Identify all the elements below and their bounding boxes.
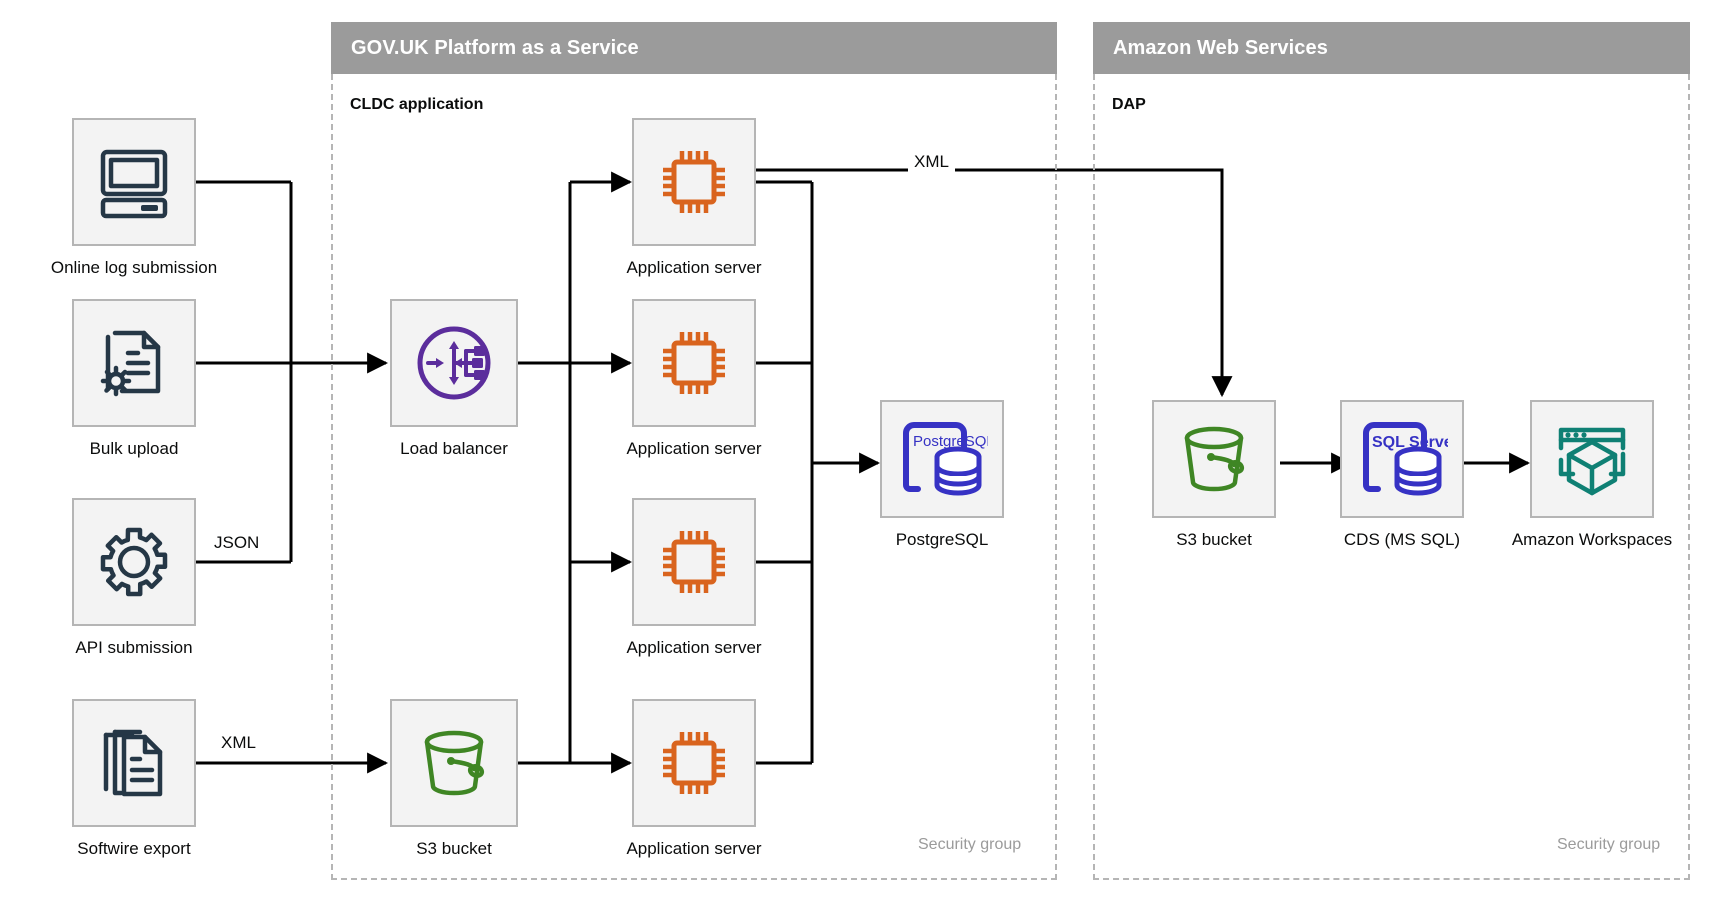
node-label-softwire-export: Softwire export — [77, 839, 191, 858]
node-online-log-submission[interactable]: Online log submission — [51, 118, 217, 288]
bucket-icon — [424, 730, 485, 796]
security-group-label-paas: Security group — [918, 836, 1022, 853]
node-s3-bucket-paas[interactable]: S3 bucket — [390, 699, 518, 869]
sql-server-database-icon: SQL Server — [1363, 422, 1448, 496]
postgresql-icon-text: PostgreSQL — [913, 433, 988, 450]
load-balancer-icon — [417, 326, 491, 400]
bucket-icon — [1184, 426, 1245, 492]
edge-label-json: JSON — [208, 533, 266, 553]
node-postgresql[interactable]: PostgreSQL PostgreSQL — [880, 400, 1004, 570]
node-label-app-server-3: Application server — [626, 638, 762, 657]
node-box-s3-bucket-paas — [390, 699, 518, 827]
desktop-computer-icon — [100, 149, 168, 219]
node-label-s3-bucket-aws: S3 bucket — [1176, 530, 1252, 549]
node-label-online-log-submission: Online log submission — [50, 258, 218, 277]
node-box-app-server-3 — [632, 498, 756, 626]
node-box-s3-bucket-aws — [1152, 400, 1276, 518]
workspaces-cube-icon — [1558, 427, 1626, 496]
node-app-server-3[interactable]: Application server — [626, 498, 762, 668]
node-label-postgresql: PostgreSQL — [895, 530, 989, 549]
zone-title-paas: GOV.UK Platform as a Service — [351, 36, 639, 59]
sql-server-icon-text: SQL Server — [1372, 434, 1448, 451]
node-box-api-submission — [72, 498, 196, 626]
node-box-app-server-2 — [632, 299, 756, 427]
node-amazon-workspaces[interactable]: Amazon Workspaces — [1512, 400, 1672, 570]
cpu-chip-icon — [663, 151, 725, 213]
zone-body-aws — [1093, 74, 1690, 880]
node-label-cds-ms-sql: CDS (MS SQL) — [1343, 530, 1461, 549]
node-softwire-export[interactable]: Softwire export — [72, 699, 196, 869]
security-group-label-aws: Security group — [1557, 836, 1661, 853]
node-box-softwire-export — [72, 699, 196, 827]
node-label-bulk-upload: Bulk upload — [89, 439, 179, 458]
node-box-app-server-1 — [632, 118, 756, 246]
node-load-balancer[interactable]: Load balancer — [390, 299, 518, 469]
node-label-s3-bucket-paas: S3 bucket — [416, 839, 492, 858]
node-s3-bucket-aws[interactable]: S3 bucket — [1152, 400, 1276, 570]
node-label-load-balancer: Load balancer — [400, 439, 508, 458]
zone-sublabel-cldc-application: CLDC application — [350, 96, 484, 113]
cpu-chip-icon — [663, 732, 725, 794]
node-label-app-server-1: Application server — [626, 258, 762, 277]
zone-sublabel-dap: DAP — [1112, 96, 1146, 113]
node-label-amazon-workspaces: Amazon Workspaces — [1511, 530, 1673, 549]
node-box-bulk-upload — [72, 299, 196, 427]
gear-icon — [100, 527, 168, 597]
cpu-chip-icon — [663, 332, 725, 394]
node-box-cds-ms-sql: SQL Server — [1340, 400, 1464, 518]
node-app-server-4[interactable]: Application server — [626, 699, 762, 869]
document-gear-icon — [100, 330, 161, 397]
cpu-chip-icon — [663, 531, 725, 593]
node-box-online-log-submission — [72, 118, 196, 246]
node-cds-ms-sql[interactable]: SQL Server CDS (MS SQL) — [1340, 400, 1464, 570]
node-label-app-server-4: Application server — [626, 839, 762, 858]
node-bulk-upload[interactable]: Bulk upload — [72, 299, 196, 469]
edge-label-xml-softwire: XML — [215, 733, 262, 753]
documents-stack-icon — [103, 729, 163, 797]
edge-label-xml-appserver: XML — [908, 152, 955, 172]
node-box-app-server-4 — [632, 699, 756, 827]
node-app-server-2[interactable]: Application server — [626, 299, 762, 469]
node-box-postgresql: PostgreSQL — [880, 400, 1004, 518]
node-box-load-balancer — [390, 299, 518, 427]
node-api-submission[interactable]: API submission — [72, 498, 196, 668]
zone-header-paas: GOV.UK Platform as a Service — [331, 22, 1057, 74]
node-box-amazon-workspaces — [1530, 400, 1654, 518]
zone-body-paas — [331, 74, 1057, 880]
zone-title-aws: Amazon Web Services — [1113, 36, 1328, 59]
postgresql-database-icon: PostgreSQL — [903, 422, 988, 496]
node-label-app-server-2: Application server — [626, 439, 762, 458]
node-label-api-submission: API submission — [75, 638, 193, 657]
zone-header-aws: Amazon Web Services — [1093, 22, 1690, 74]
node-app-server-1[interactable]: Application server — [626, 118, 762, 288]
